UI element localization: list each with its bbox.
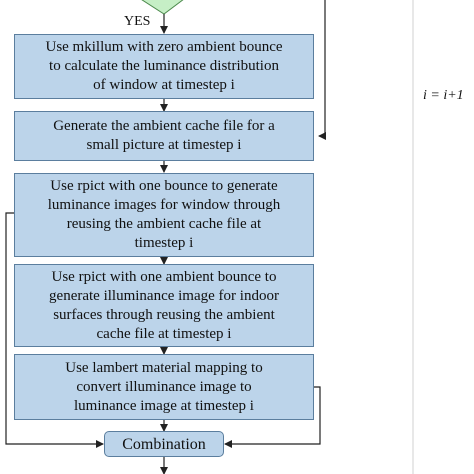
loop-increment-label: i = i+1 <box>423 88 464 103</box>
combination-box: Combination <box>104 431 224 457</box>
connector-step3-to-combination <box>5 212 104 448</box>
step-rpict-window-line-3: reusing the ambient cache file at <box>66 216 262 232</box>
step-lambert-mapping-line-3: luminance image at timestep i <box>74 397 254 414</box>
step-ambient-cache-line-1: Generate the ambient cache file for a <box>53 118 275 134</box>
connector-bypass-to-step2 <box>318 0 326 140</box>
combination-label: Combination <box>122 435 206 453</box>
step-rpict-window-line-4: timestep i <box>134 235 194 251</box>
step-mkillum-line-2: to calculate the luminance distribution <box>49 58 279 74</box>
step-rpict-indoor-line-2: generate illuminance image for indoor <box>49 287 279 304</box>
step-mkillum: Use mkillum with zero ambient bounce to … <box>14 34 314 99</box>
decision-yes-label: YES <box>124 14 151 29</box>
step-lambert-mapping-line-2: convert illuminance image to <box>76 378 252 395</box>
step-rpict-indoor-line-1: Use rpict with one ambient bounce to <box>51 268 277 285</box>
step-rpict-window: Use rpict with one bounce to generate lu… <box>14 173 314 257</box>
step-lambert-mapping: Use lambert material mapping to convert … <box>14 354 314 420</box>
step-mkillum-line-3: of window at timestep i <box>93 77 235 93</box>
connector-step5-to-combination <box>224 386 321 448</box>
step-mkillum-line-1: Use mkillum with zero ambient bounce <box>45 39 283 55</box>
step-ambient-cache-line-2: small picture at timestep i <box>86 137 242 153</box>
step-ambient-cache: Generate the ambient cache file for a sm… <box>14 111 314 161</box>
step-rpict-indoor-line-4: cache file at timestep i <box>96 325 232 342</box>
step-rpict-window-line-1: Use rpict with one bounce to generate <box>50 178 278 194</box>
step-rpict-indoor-line-3: surfaces through reusing the ambient <box>53 306 275 323</box>
step-rpict-window-line-2: luminance images for window through <box>47 197 281 213</box>
step-rpict-indoor: Use rpict with one ambient bounce to gen… <box>14 264 314 347</box>
step-lambert-mapping-line-1: Use lambert material mapping to <box>65 359 263 376</box>
decision-diamond <box>141 0 184 15</box>
